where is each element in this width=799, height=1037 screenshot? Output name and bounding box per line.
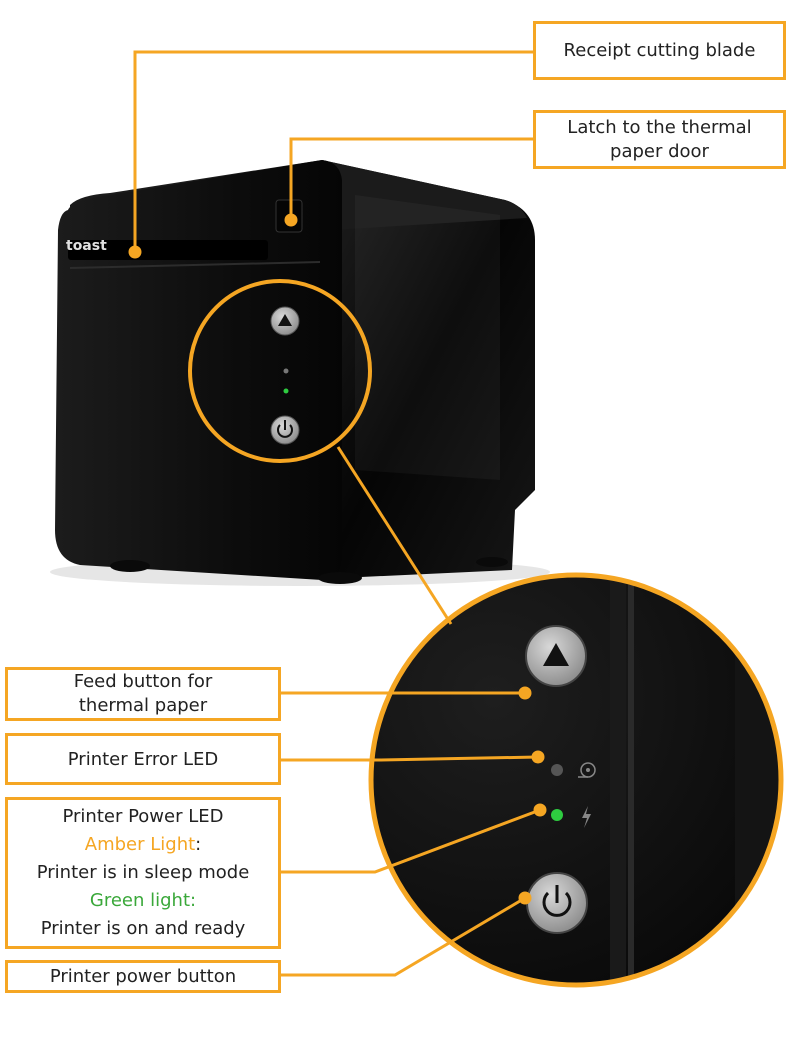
brand-logo-text: toast — [66, 238, 107, 254]
callout-feed-button: Feed button for thermal paper — [5, 667, 281, 721]
zoom-connector — [336, 446, 453, 625]
zoom-inset — [368, 572, 784, 988]
callout-power-led-title: Printer Power LED — [62, 806, 224, 827]
callout-power-led-amber-desc: Printer is in sleep mode — [36, 862, 250, 883]
bolt-icon — [582, 806, 591, 828]
callout-power-led-green-desc: Printer is on and ready — [40, 918, 246, 939]
error-led — [551, 764, 563, 776]
callout-latch: Latch to the thermal paper door — [533, 110, 786, 169]
power-led — [551, 809, 563, 821]
highlight-circle — [188, 279, 372, 463]
callout-feed-line2: thermal paper — [78, 695, 208, 716]
paper-roll-icon — [578, 762, 596, 778]
callout-latch-line2: paper door — [610, 140, 709, 162]
callout-error-led: Printer Error LED — [5, 733, 281, 785]
printer-body — [50, 160, 550, 586]
green-light-label: Green light: — [89, 890, 197, 911]
callout-cutting-blade-text: Receipt cutting blade — [563, 40, 756, 61]
amber-light-colon: : — [195, 834, 202, 855]
callout-power-button: Printer power button — [5, 960, 281, 993]
callout-power-led-amber: Amber Light: — [85, 831, 201, 859]
leader-lines — [128, 50, 547, 977]
callout-cutting-blade: Receipt cutting blade — [533, 21, 786, 80]
callout-feed-line1: Feed button for — [73, 671, 213, 692]
callout-latch-line1: Latch to the thermal — [567, 116, 752, 138]
callout-power-led: Printer Power LED Amber Light: Printer i… — [5, 797, 281, 949]
callout-power-button-text: Printer power button — [49, 966, 237, 987]
callout-error-led-text: Printer Error LED — [67, 748, 219, 770]
amber-light-label: Amber Light — [84, 834, 196, 855]
